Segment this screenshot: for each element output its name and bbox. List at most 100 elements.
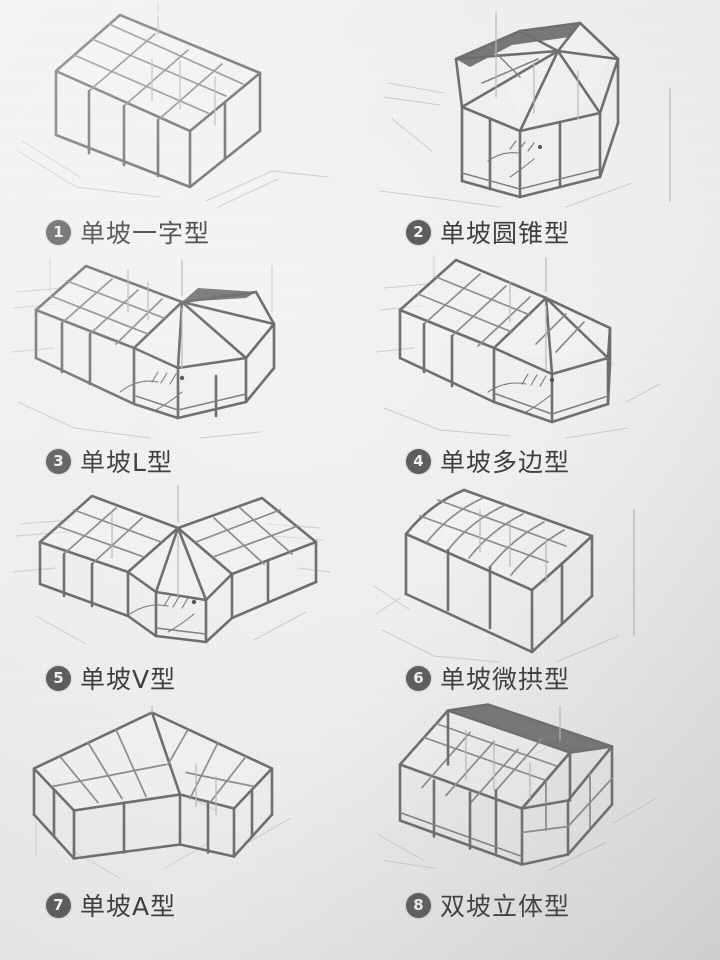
hanger-lines-5 [111,485,179,597]
base-beams-3 [34,356,276,420]
roof-glazing-4 [400,260,610,362]
roof-grid-7 [51,728,255,804]
sketch-cell-2: 2 单坡圆锥型 [360,0,720,252]
caption-2: 2 单坡圆锥型 [360,212,720,252]
caption-7: 7 单坡A型 [0,885,360,925]
roof-purlins-8 [421,731,543,805]
posts-6 [404,532,594,654]
roof-purlins-6 [419,499,567,563]
hanger-lines-2 [495,12,671,202]
base-beams-7 [32,813,274,860]
roof-grid-5 [56,507,299,565]
badge-number-3: 3 [46,448,71,474]
roof-glazing-3 [36,266,266,356]
sketch-cell-3: 3 单坡L型 [0,252,360,480]
annotation-4 [487,373,553,413]
base-secondary-4 [495,393,609,415]
annotation-5 [129,595,195,633]
posts-7 [32,767,274,860]
caption-3: 3 单坡L型 [0,442,360,480]
base-secondary-8 [399,811,523,858]
caption-label-8: 双坡立体型 [440,892,571,921]
caption-label-5: 单坡V型 [80,665,177,694]
sketch-drawing-8 [370,695,710,885]
roof-perimeter-2 [454,21,620,133]
ground-guides-1 [17,140,329,208]
roof-hips-2 [454,21,620,133]
sketch-drawing-4 [370,252,710,442]
gable-frame-8 [520,745,614,866]
caption-label-7: 单坡A型 [80,892,177,921]
caption-label-2: 单坡圆锥型 [440,219,571,248]
sketch-cell-8: 8 双坡立体型 [360,695,720,925]
sketch-cell-7: 7 单坡A型 [0,695,360,925]
badge-number-2: 2 [406,219,431,245]
roof-glazing-1 [56,15,260,131]
roof-glazing-7 [34,712,272,811]
badge-number-7: 7 [46,892,71,918]
sketch-drawing-3 [10,252,350,442]
roof-glazing-2 [502,23,608,113]
roof-valley-7 [150,711,182,796]
sketch-cell-6: 6 单坡微拱型 [360,480,720,695]
annotation-3 [119,371,183,411]
roof-hips-5 [126,526,234,602]
hanger-lines-6 [479,509,635,637]
badge-number-4: 4 [406,448,431,474]
annotation-dot-4 [549,377,555,383]
hanger-lines-1 [151,16,216,126]
posts-1 [54,69,262,189]
base-secondary-5 [155,627,207,635]
hanger-lines-4 [509,257,547,371]
annotation-dot-5 [191,599,197,605]
sketch-drawing-5 [10,480,350,660]
roof-grid-4 [417,273,585,353]
sketch-cell-4: 4 单坡多边型 [360,252,720,480]
annotation-dot-2 [538,145,542,149]
roof-hips-3 [132,290,276,370]
sketch-drawing-7 [10,695,350,885]
base-beams-5 [38,580,318,644]
badge-number-5: 5 [46,665,71,691]
hanger-lines-7 [151,705,217,816]
badge-number-1: 1 [46,219,71,245]
roof-hips-4 [492,296,612,376]
caption-5: 5 单坡V型 [0,660,360,696]
badge-number-8: 8 [406,892,431,918]
caption-1: 1 单坡一字型 [0,212,360,252]
base-beams-8 [398,803,614,866]
caption-6: 6 单坡微拱型 [360,660,720,696]
posts-2 [460,57,620,199]
posts-8 [398,709,498,854]
base-beams-4 [398,356,612,424]
gable-mullions-8 [521,772,613,834]
roof-rafters-6 [426,497,565,576]
base-beams-6 [404,592,594,654]
hanger-lines-8 [465,705,561,800]
sketch-cell-5: 5 单坡V型 [0,480,360,695]
sketch-cell-1: 1 单坡一字型 [0,0,360,252]
caption-label-4: 单坡多边型 [440,448,571,477]
annotation-2 [487,140,535,178]
base-beams-1 [54,129,262,189]
sketch-drawing-1 [10,0,350,212]
caption-4: 4 单坡多边型 [360,442,720,480]
roof-purlins-1 [88,33,223,121]
base-secondary-3 [135,393,247,411]
roof-rafters-8 [423,722,559,782]
caption-label-6: 单坡微拱型 [440,665,571,694]
caption-label-3: 单坡L型 [80,448,173,477]
base-secondary-2 [461,168,601,190]
roof-secondary-2 [481,44,539,84]
hanger-lines-3 [127,259,183,369]
caption-8: 8 双坡立体型 [360,885,720,925]
base-beams-2 [460,121,620,199]
caption-label-1: 单坡一字型 [80,219,211,248]
roof-shade-8 [448,704,612,753]
sketch-drawing-6 [370,480,710,663]
badge-number-6: 6 [406,665,431,691]
roof-rafters-1 [73,23,244,114]
annotation-dot-3 [179,375,185,381]
